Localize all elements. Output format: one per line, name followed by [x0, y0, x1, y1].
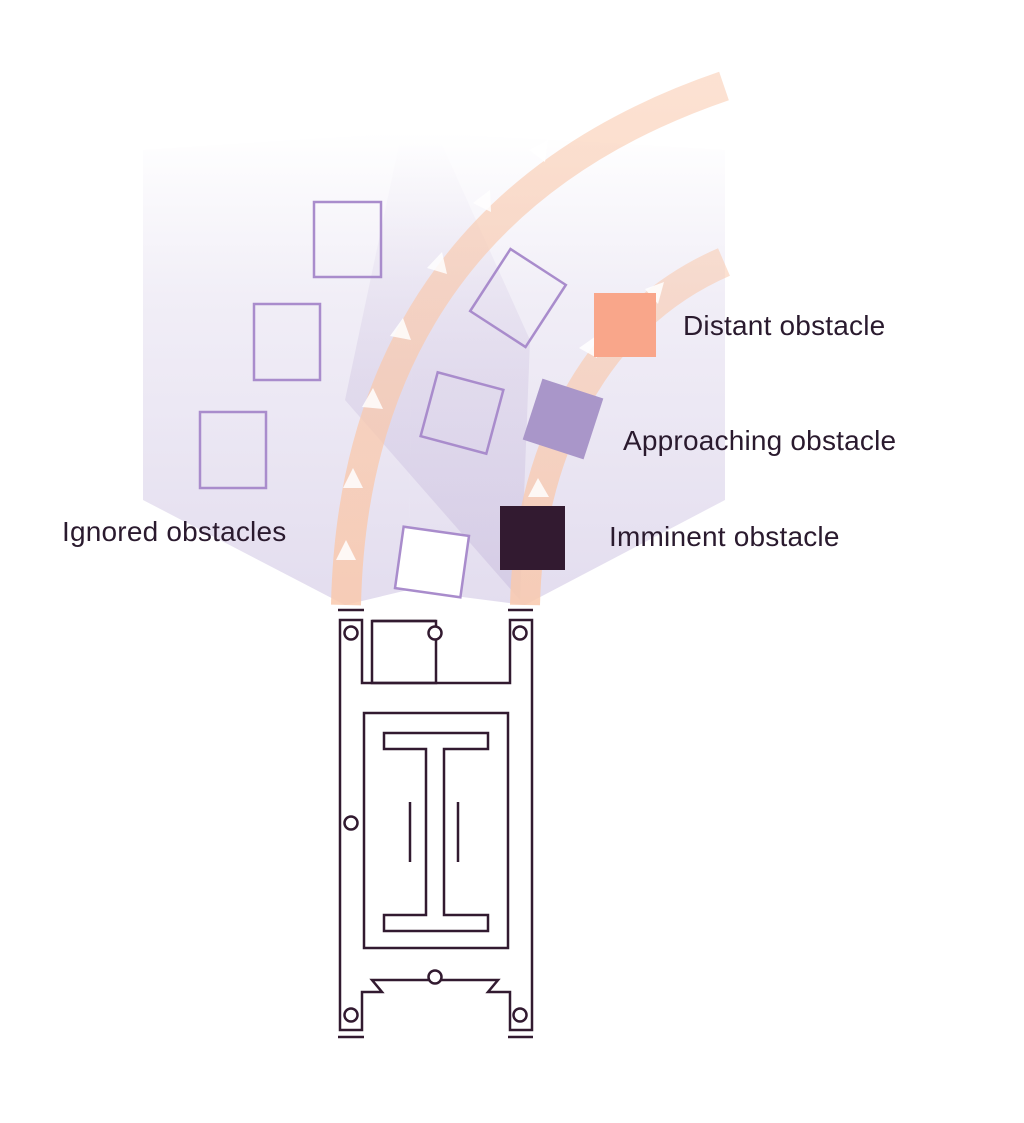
ignored-obstacle — [393, 525, 471, 599]
arrow-icon — [529, 140, 548, 162]
approaching-obstacle-label: Approaching obstacle — [623, 425, 897, 456]
arrow-icon — [336, 540, 356, 560]
bolt-icon — [343, 1007, 359, 1023]
bolt-icon — [343, 815, 359, 831]
distant-obstacle — [594, 293, 656, 357]
arrow-icon — [579, 336, 597, 358]
ignored-obstacle — [468, 247, 568, 349]
robot — [338, 608, 534, 1039]
robot-front-module — [370, 619, 438, 685]
robot-body-panel — [362, 711, 510, 950]
arrow-icon — [473, 190, 491, 212]
ignored-obstacle — [198, 410, 268, 490]
path-arrows — [336, 140, 664, 560]
arrow-icon — [343, 468, 363, 488]
arrow-icon — [528, 478, 549, 497]
imminent-obstacle-label: Imminent obstacle — [609, 521, 840, 552]
ignored-obstacles-label: Ignored obstacles — [62, 516, 287, 547]
imminent-obstacle — [500, 506, 565, 570]
arrow-icon — [362, 388, 383, 409]
robot-bolts — [343, 625, 528, 1023]
bolt-icon — [512, 1007, 528, 1023]
ignored-obstacles — [198, 200, 568, 599]
distant-obstacle-label: Distant obstacle — [683, 310, 886, 341]
bolt-icon — [427, 969, 443, 985]
ignored-obstacle — [312, 200, 383, 279]
ignored-obstacle — [252, 302, 322, 382]
arrow-icon — [427, 252, 447, 274]
approaching-obstacle — [522, 378, 604, 460]
left-path — [331, 71, 729, 606]
bolt-icon — [427, 625, 443, 641]
classified-obstacles — [500, 293, 656, 570]
bolt-icon — [343, 625, 359, 641]
robot-i-beam — [382, 731, 490, 933]
robot-chassis — [338, 618, 534, 1032]
ignored-obstacle — [419, 370, 505, 456]
bolt-icon — [512, 625, 528, 641]
arrow-icon — [390, 318, 411, 340]
